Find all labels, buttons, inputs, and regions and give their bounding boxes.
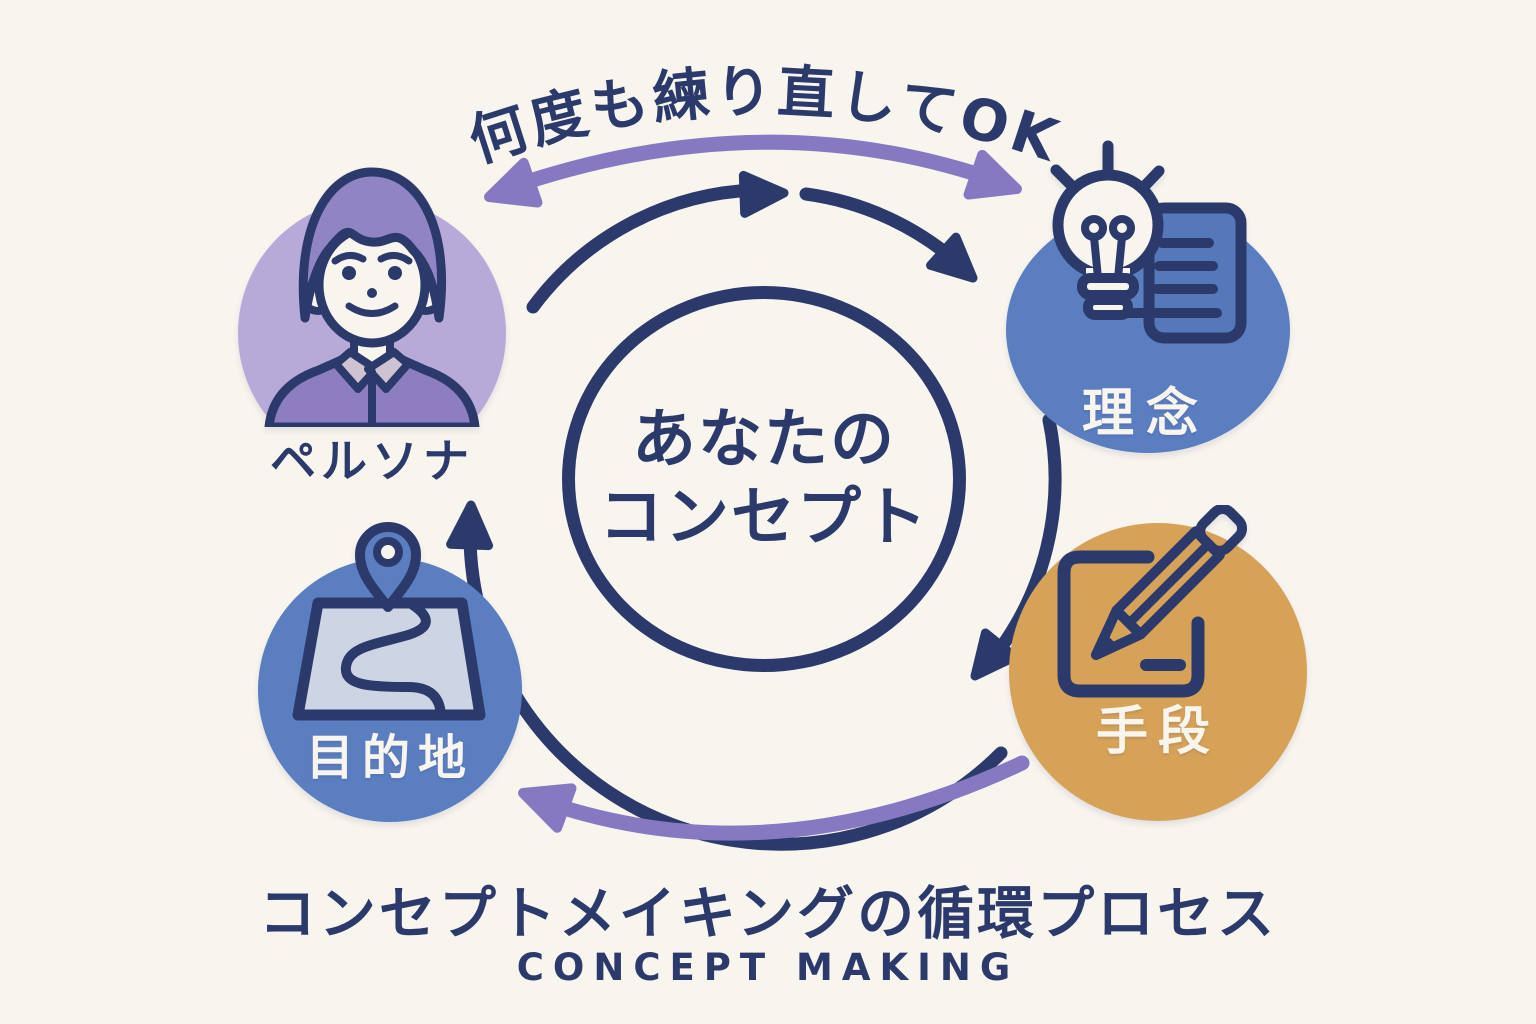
- philosophy-label: 理念: [1081, 384, 1211, 444]
- revision-arrowheads: [484, 149, 1022, 833]
- revision-double-arrow-arc: [495, 134, 1011, 198]
- destination-label: 目的地: [305, 730, 475, 786]
- map-pin-icon: [258, 522, 522, 822]
- center-concept-line2: コンセプト: [599, 481, 929, 555]
- cycle-arc-persona-to-top: [526, 183, 762, 314]
- arrowhead-icon: [518, 783, 577, 833]
- persona-label: ペルソナ: [270, 434, 474, 488]
- revision-arrows: [495, 134, 1030, 841]
- arrowhead-icon: [446, 500, 494, 551]
- cycle-arc-philosophy-to-means: [983, 413, 1062, 669]
- means-label: 手段: [1095, 702, 1221, 762]
- arrowhead-icon: [738, 170, 789, 218]
- diagram-title: コンセプトメイキングの循環プロセス: [258, 881, 1278, 947]
- diagram-subtitle: CONCEPT MAKING: [516, 946, 1020, 989]
- feedback-arrow-arc: [529, 755, 1030, 841]
- arrowhead-icon: [484, 157, 543, 208]
- center-concept-circle: あなたの コンセプト: [562, 286, 966, 672]
- pencil-square-icon: [1009, 505, 1307, 821]
- arrowhead-icon: [963, 149, 1022, 200]
- center-concept-line1: あなたの: [632, 403, 896, 477]
- cycle-arrowheads: [446, 170, 1020, 681]
- person-avatar-icon: [238, 167, 506, 427]
- arrowhead-icon: [970, 628, 1020, 681]
- lightbulb-document-icon: [1006, 140, 1290, 453]
- arrowhead-icon: [926, 232, 978, 283]
